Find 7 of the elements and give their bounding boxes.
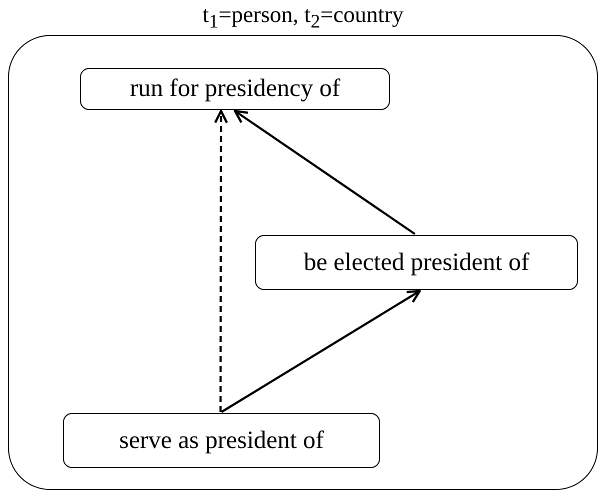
arrow bbox=[214, 110, 228, 412]
arrow bbox=[220, 290, 421, 413]
relation-box: be elected president of bbox=[255, 235, 578, 290]
relation-box: run for presidency of bbox=[80, 68, 390, 110]
container-heading: t$_{1}$=person, t$_{2}$=country bbox=[202, 2, 404, 34]
arrow bbox=[234, 110, 416, 235]
relation-box: serve as president of bbox=[63, 413, 380, 468]
